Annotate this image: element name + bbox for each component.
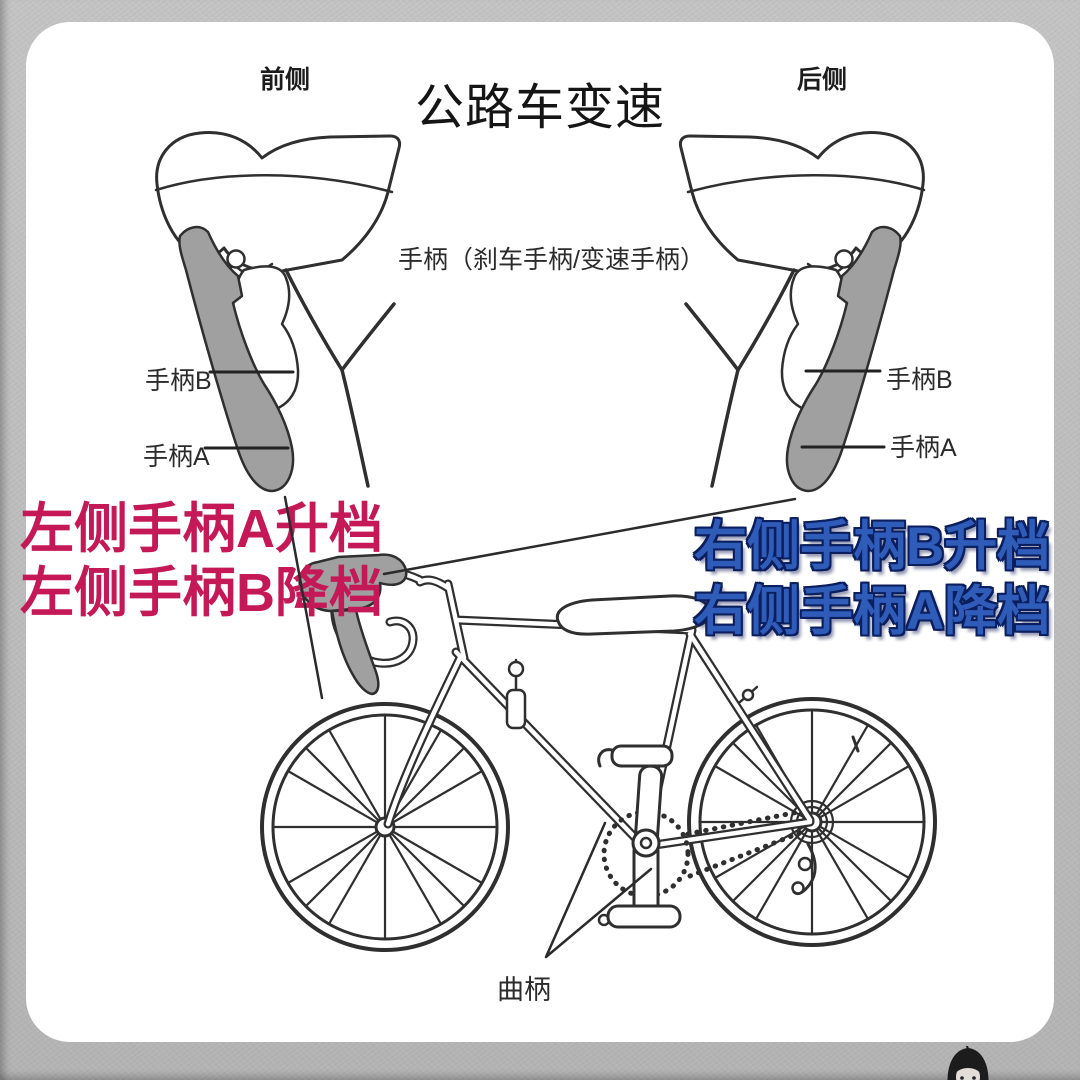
right-handle-a-label: 手柄A <box>890 434 957 462</box>
left-handle-b-label: 手柄B <box>145 367 212 395</box>
lever-callout-label: 手柄（刹车手柄/变速手柄） <box>398 246 705 274</box>
left-shift-line1: 左侧手柄A升档 <box>20 499 383 559</box>
right-handle-b-label: 手柄B <box>886 366 953 394</box>
crank-label: 曲柄 <box>497 975 551 1005</box>
rear-side-label: 后侧 <box>797 66 848 94</box>
right-shift-line2: 右侧手柄A降档 <box>694 582 1051 642</box>
front-side-label: 前侧 <box>260 66 311 94</box>
left-shift-annotation: 左侧手柄A升档 左侧手柄B降档 <box>20 498 383 625</box>
left-shift-line2: 左侧手柄B降档 <box>20 562 383 623</box>
left-handle-a-label: 手柄A <box>143 443 210 471</box>
page-title: 公路车变速 <box>414 81 666 135</box>
right-shift-line1: 右侧手柄B升档 <box>694 517 1051 576</box>
right-shift-annotation: 右侧手柄B升档 右侧手柄A降档 <box>694 514 1050 644</box>
girl-avatar-icon <box>944 1046 992 1080</box>
